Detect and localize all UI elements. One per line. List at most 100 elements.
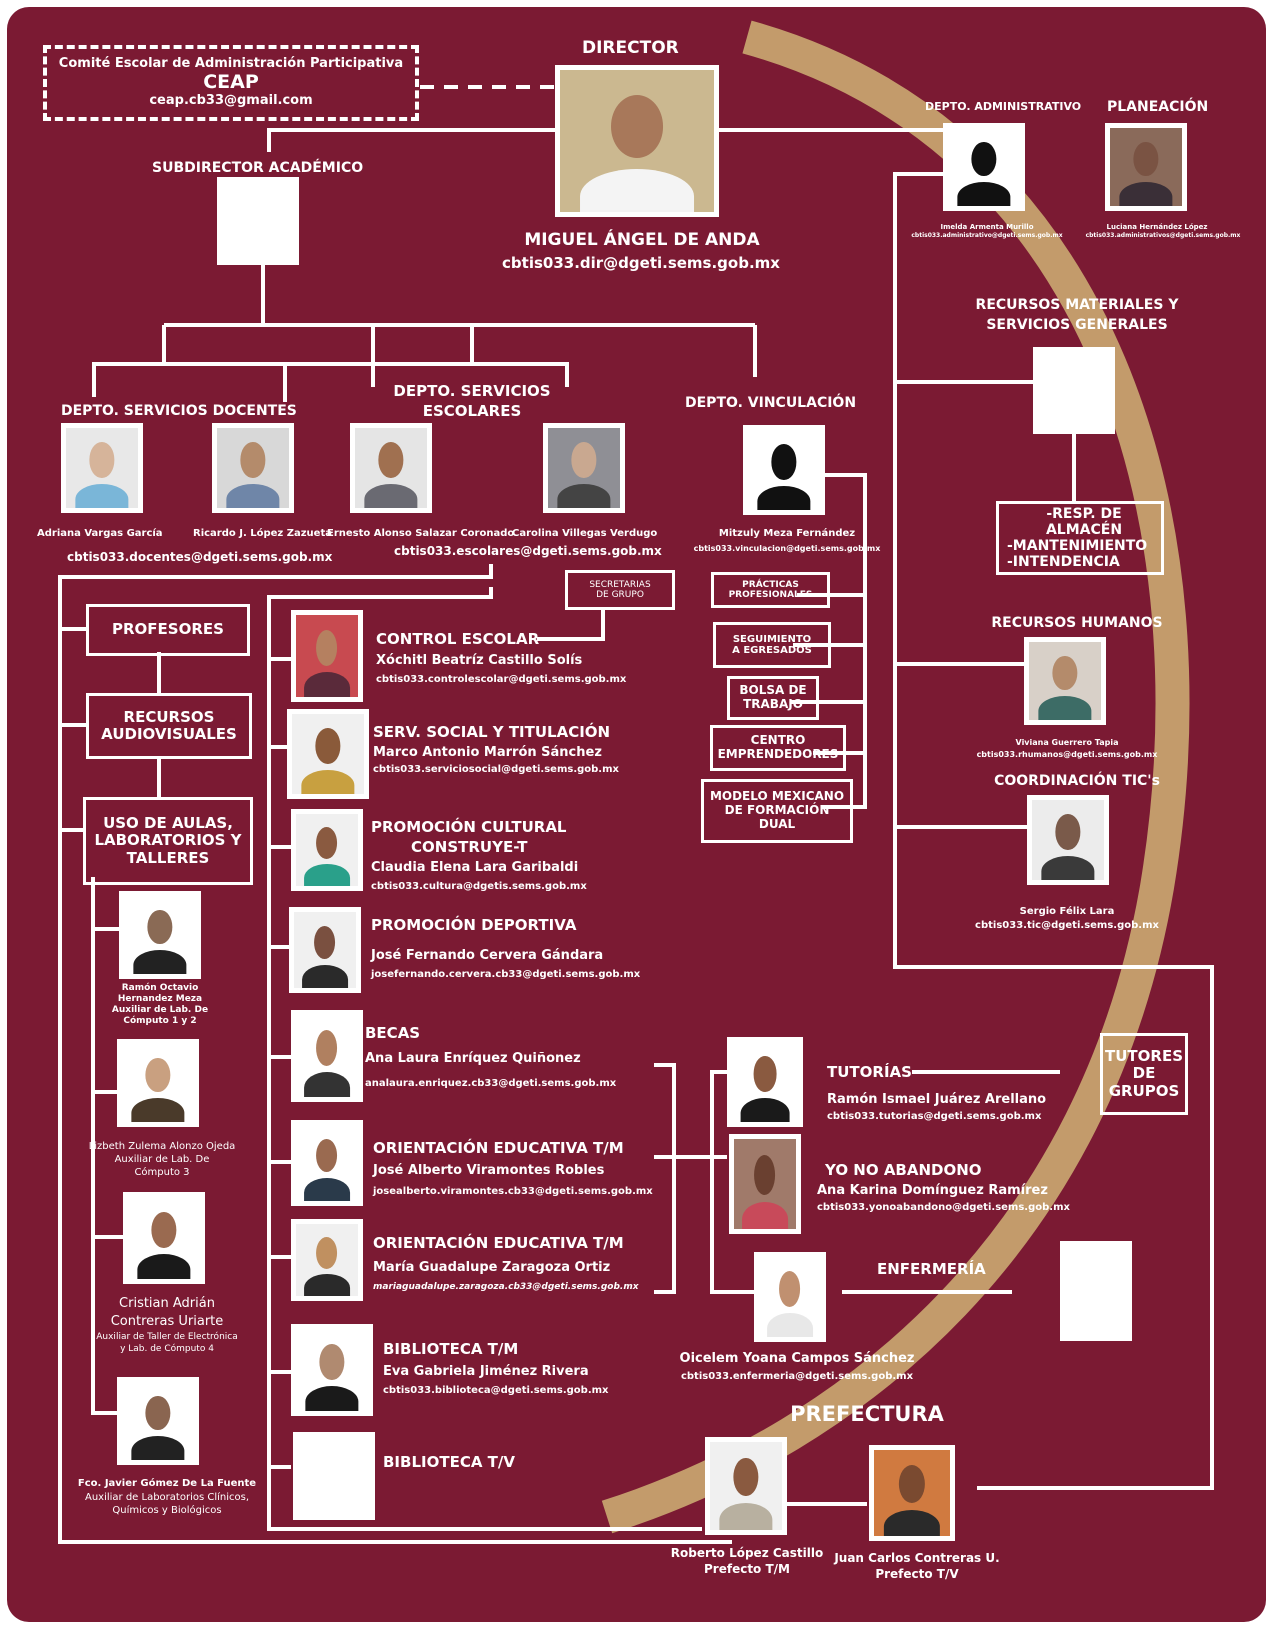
ceap-box: Comité Escolar de Administración Partici…	[43, 45, 419, 121]
tic-title: COORDINACIÓN TIC's	[994, 773, 1160, 789]
social-photo	[287, 709, 369, 799]
tic-photo	[1027, 795, 1109, 885]
enf-email: cbtis033.enfermeria@dgeti.sems.gob.mx	[680, 1371, 914, 1382]
escolares-title1: DEPTO. SERVICIOS	[393, 382, 551, 400]
becas-title: BECAS	[365, 1024, 421, 1042]
bib1-title: BIBLIOTECA T/M	[383, 1340, 519, 1358]
escolares-title2: ESCOLARES	[422, 402, 522, 420]
orient1-name: José Alberto Viramontes Robles	[373, 1163, 605, 1178]
admin-title: DEPTO. ADMINISTRATIVO	[925, 100, 1082, 113]
vinc-box-modelo-line2: DE FORMACIÓN	[724, 803, 830, 818]
vinc-box-centro-line2: EMPRENDEDORES	[717, 747, 839, 761]
planeacion-title: PLANEACIÓN	[1107, 99, 1209, 115]
rm-title1: RECURSOS MATERIALES Y	[975, 297, 1179, 313]
control-name: Xóchitl Beatríz Castillo Solís	[376, 653, 583, 668]
subdirector-title: SUBDIRECTOR ACADÉMICO	[152, 160, 364, 176]
vinc-box-bolsa-line1: BOLSA DE	[739, 683, 807, 698]
aux3-line1: Cristian Adrián	[119, 1296, 215, 1311]
escolares-person2: Carolina Villegas Verdugo	[512, 528, 658, 539]
secretarias-line2: DE GRUPO	[596, 590, 644, 600]
docentes-title: DEPTO. SERVICIOS DOCENTES	[61, 403, 297, 419]
aux2-line1: Lizbeth Zulema Alonzo Ojeda	[88, 1141, 236, 1152]
escolares-person1: Ernesto Alonso Salazar Coronado	[327, 528, 515, 539]
rm-items-box: -RESP. DE ALMACÉN -MANTENIMIENTO -INTEND…	[996, 501, 1164, 575]
vinc-box-practicas-line2: PROFESIONALES	[728, 590, 813, 600]
orient2-email: mariaguadalupe.zaragoza.cb33@dgeti.sems.…	[373, 1282, 639, 1292]
tic-name: Sergio Félix Lara	[1019, 906, 1115, 917]
cultural-name: Claudia Elena Lara Garibaldi	[371, 860, 579, 875]
vinculacion-email: cbtis033.vinculacion@dgeti.sems.gob.mx	[693, 544, 881, 553]
orient2-photo	[291, 1219, 363, 1301]
planeacion-name: Luciana Hernández López	[1106, 223, 1208, 231]
deportiva-email: josefernando.cervera.cb33@dgeti.sems.gob…	[371, 969, 641, 980]
rm-title2: SERVICIOS GENERALES	[986, 317, 1168, 333]
vinc-box-centro-line1: CENTRO	[750, 733, 806, 748]
aux3-line4: y Lab. de Cómputo 4	[120, 1344, 214, 1354]
tutores-line1: TUTORES	[1105, 1047, 1183, 1066]
director-email: cbtis033.dir@dgeti.sems.gob.mx	[502, 254, 780, 272]
becas-photo	[291, 1010, 363, 1102]
profesores-box: PROFESORES	[86, 604, 250, 656]
orient1-email: josealberto.viramontes.cb33@dgeti.sems.g…	[373, 1186, 653, 1197]
rh-email: cbtis033.rhumanos@dgeti.sems.gob.mx	[976, 750, 1158, 759]
prefecto2-photo	[869, 1445, 955, 1541]
bib1-photo	[291, 1324, 373, 1416]
aux3-line2: Contreras Uriarte	[110, 1314, 224, 1329]
org-chart: Comité Escolar de Administración Partici…	[7, 7, 1266, 1622]
director-name: MIGUEL ÁNGEL DE ANDA	[524, 230, 760, 250]
enf-name: Oicelem Yoana Campos Sánchez	[679, 1351, 915, 1366]
vinc-box-practicas-line1: PRÁCTICAS	[742, 579, 799, 590]
cultural-email: cbtis033.cultura@dgetis.sems.gob.mx	[371, 881, 587, 892]
tutorias-photo	[727, 1037, 803, 1127]
yno-photo	[729, 1134, 801, 1234]
social-title: SERV. SOCIAL Y TITULACIÓN	[373, 723, 611, 741]
planeacion-photo	[1105, 123, 1187, 211]
prefecto1-role: Prefecto T/M	[704, 1562, 790, 1576]
cultural-title1: PROMOCIÓN CULTURAL	[371, 818, 567, 836]
becas-name: Ana Laura Enríquez Quiñonez	[365, 1051, 581, 1066]
escolares-email: cbtis033.escolares@dgeti.sems.gob.mx	[394, 544, 662, 558]
audiovisuales-line2: AUDIOVISUALES	[101, 725, 237, 743]
tic-email: cbtis033.tic@dgeti.sems.gob.mx	[975, 920, 1159, 931]
docentes-photo-1	[61, 423, 143, 513]
orient1-photo	[291, 1120, 363, 1206]
rm-item-intendencia: -INTENDENCIA	[1007, 554, 1120, 571]
becas-email: analaura.enriquez.cb33@dgeti.sems.gob.mx	[365, 1078, 617, 1089]
orient1-title: ORIENTACIÓN EDUCATIVA T/M	[373, 1139, 624, 1157]
yno-title: YO NO ABANDONO	[825, 1161, 982, 1179]
bib1-email: cbtis033.biblioteca@dgeti.sems.gob.mx	[383, 1385, 609, 1396]
ceap-line1: Comité Escolar de Administración Partici…	[58, 56, 404, 72]
rh-title: RECURSOS HUMANOS	[991, 615, 1163, 631]
vinculacion-title: DEPTO. VINCULACIÓN	[685, 395, 857, 411]
control-title: CONTROL ESCOLAR	[376, 630, 540, 648]
admin-email: cbtis033.administrativo@dgeti.sems.gob.m…	[911, 232, 1063, 239]
enf-photo-placeholder	[1060, 1241, 1132, 1341]
vinculacion-silhouette	[743, 425, 825, 515]
vinc-box-bolsa-line2: TRABAJO	[743, 697, 803, 711]
aux4-line3: Químicos y Biológicos	[112, 1505, 222, 1516]
tutorias-title: TUTORÍAS	[827, 1063, 912, 1081]
director-photo	[555, 65, 719, 217]
aulas-line3: TALLERES	[126, 848, 210, 867]
vinc-box-modelo-line1: MODELO MEXICANO	[709, 789, 845, 804]
aux1-line2: Hernandez Meza	[117, 994, 203, 1004]
aux2-line2: Auxiliar de Lab. De	[114, 1154, 210, 1165]
escolares-photo-1	[350, 423, 432, 513]
bib1-name: Eva Gabriela Jiménez Rivera	[383, 1364, 589, 1379]
social-name: Marco Antonio Marrón Sánchez	[373, 745, 602, 760]
aux1-line4: Cómputo 1 y 2	[123, 1016, 197, 1026]
yno-email: cbtis033.yonoabandono@dgeti.sems.gob.mx	[817, 1202, 1070, 1213]
orient2-name: María Guadalupe Zaragoza Ortiz	[373, 1260, 611, 1275]
cultural-photo	[291, 809, 363, 891]
docentes-person2: Ricardo J. López Zazueta	[193, 528, 332, 539]
vinc-box-seguimiento-line1: SEGUIMIENTO	[732, 633, 812, 645]
aulas-line1: USO DE AULAS,	[103, 814, 233, 833]
admin-name: Imelda Armenta Murillo	[940, 223, 1034, 231]
tutorias-email: cbtis033.tutorias@dgeti.sems.gob.mx	[827, 1111, 1042, 1122]
deportiva-title: PROMOCIÓN DEPORTIVA	[371, 916, 577, 934]
